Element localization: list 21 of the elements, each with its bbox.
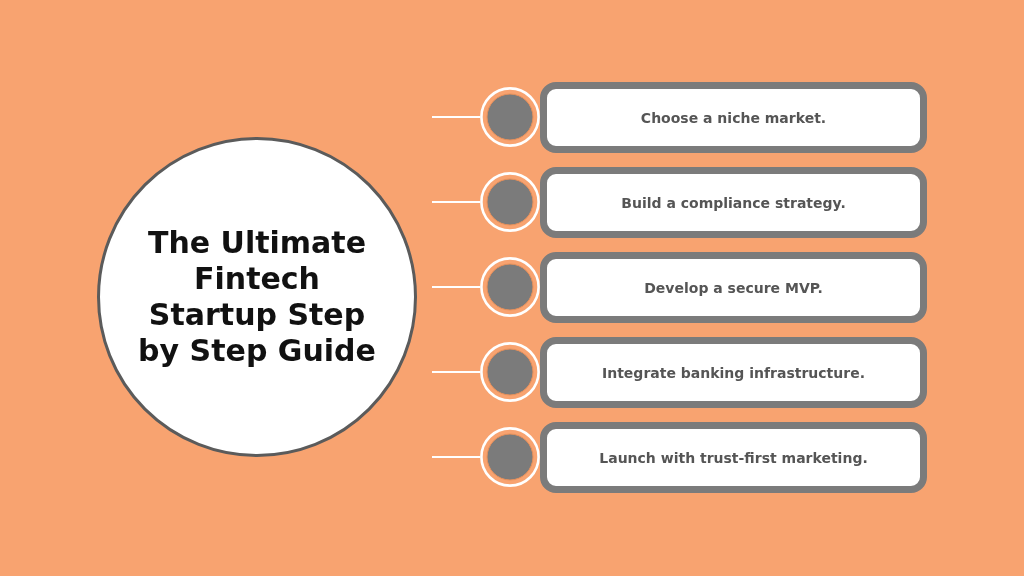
step-text: Launch with trust-first marketing. xyxy=(599,448,868,467)
step-text: Integrate banking infrastructure. xyxy=(602,363,865,382)
step-dot-icon xyxy=(480,257,540,317)
step-box xyxy=(540,422,927,493)
connector-line xyxy=(431,286,481,288)
step-box xyxy=(540,252,927,323)
step-text: Develop a secure MVP. xyxy=(644,278,823,297)
connector-line xyxy=(431,371,481,373)
step-dot-icon xyxy=(480,342,540,402)
step-dot-icon xyxy=(480,172,540,232)
connector-line xyxy=(431,201,481,203)
connector-line xyxy=(431,116,481,118)
step-dot-icon xyxy=(480,87,540,147)
step-dot-icon xyxy=(480,427,540,487)
heading-text: The Ultimate Fintech Startup Step by Step Guide xyxy=(137,225,377,369)
step-box xyxy=(540,167,927,238)
connector-line xyxy=(431,456,481,458)
step-text: Build a compliance strategy. xyxy=(621,193,846,212)
step-box xyxy=(540,337,927,408)
step-text: Choose a niche market. xyxy=(640,108,827,127)
step-box xyxy=(540,82,927,153)
